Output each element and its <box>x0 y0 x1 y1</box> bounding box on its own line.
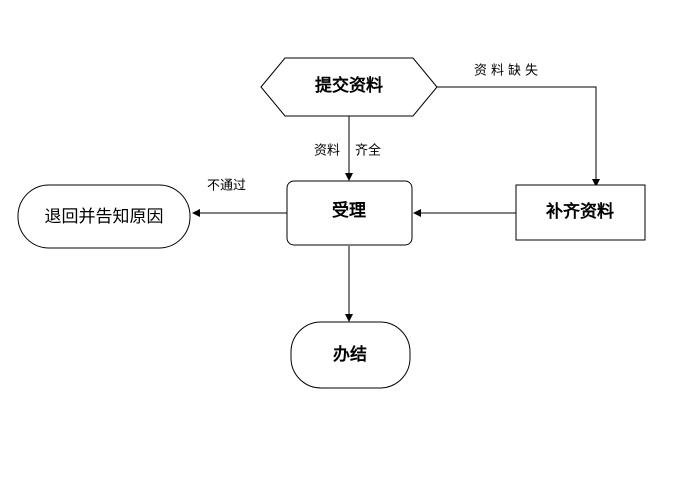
finish-node <box>290 321 411 389</box>
edge-label-missing: 资料缺失 <box>474 64 542 79</box>
accept-node <box>286 180 413 246</box>
accept-label: 受理 <box>332 200 366 221</box>
supplement-materials-node <box>515 184 646 241</box>
reject-label: 退回并告知原因 <box>45 207 164 227</box>
supplement-materials-label: 补齐资料 <box>545 201 614 222</box>
edge-label-not-passed: 不通过 <box>207 179 246 194</box>
submit-materials-node <box>260 57 438 117</box>
edge-submit-to-supplement <box>437 86 600 187</box>
finish-label: 办结 <box>333 344 367 365</box>
submit-materials-label: 提交资料 <box>315 75 383 96</box>
reject-node <box>17 184 191 249</box>
edge-label-complete-b: 齐全 <box>355 143 381 159</box>
edge-label-complete-a: 资料 <box>314 144 340 159</box>
